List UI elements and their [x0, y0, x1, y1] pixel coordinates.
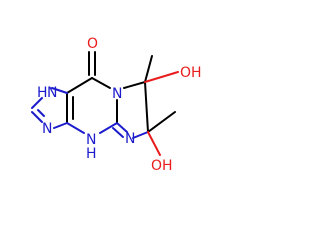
bond-n8-c9	[91, 77, 111, 89]
bond-c2-n3	[31, 111, 43, 123]
atom-label-imine-n: N	[125, 131, 135, 147]
atom-label-oh-bottom: OH	[151, 158, 173, 174]
atom-label-ring-n: N	[112, 86, 122, 102]
atom-label-amine-h: H	[86, 146, 97, 162]
bond-n1-c2	[31, 97, 43, 109]
atom-label-amine-n: N	[86, 132, 96, 148]
bond-c4a-n4	[66, 122, 85, 134]
bond-c6-oh	[147, 131, 161, 156]
bond-n3-c4a	[53, 122, 68, 129]
bond-n5-c4b	[116, 122, 128, 133]
bond-n4-c4b	[99, 122, 118, 134]
bond-c6-n5	[132, 131, 149, 139]
atom-label-carbonyl-oxygen: O	[87, 36, 98, 52]
bond-c7-c6	[144, 81, 149, 133]
structure-diagram: O H N N N H N N OH OH	[31, 36, 202, 174]
molecule-svg: O H N N N H N N OH OH	[31, 36, 202, 174]
bond-c9a-n1	[51, 87, 68, 94]
atom-label-imidazole-nh: N	[47, 85, 57, 101]
atom-label-imidazole-h: H	[37, 85, 48, 101]
bond-c9-c9a	[66, 77, 93, 94]
bond-c7-oh	[144, 71, 179, 83]
bond-n8-c7	[123, 81, 146, 89]
bond-c2-n3-inner	[37, 109, 45, 117]
atom-label-oh-top: OH	[180, 65, 202, 81]
bond-c7-methyl	[144, 55, 153, 83]
bond-n5-c4b-inner	[112, 127, 124, 138]
bond-c6-methyl	[147, 111, 176, 133]
atom-label-imidazole-n: N	[42, 121, 52, 137]
